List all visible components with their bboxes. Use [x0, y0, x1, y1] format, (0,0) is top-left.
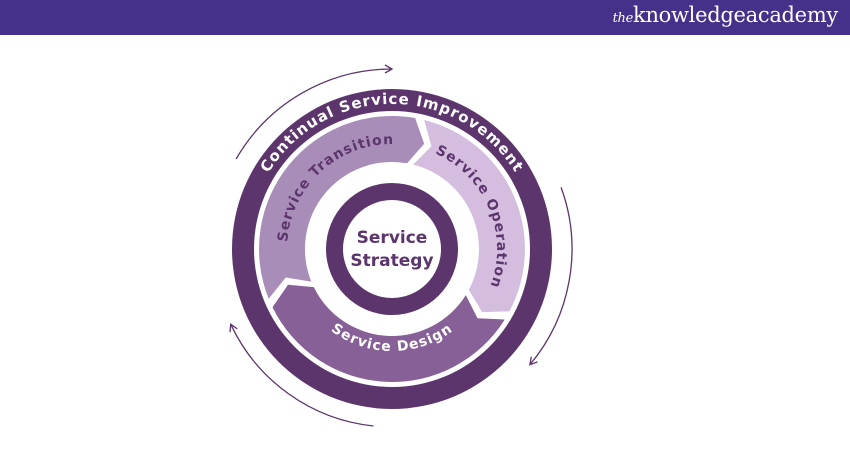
center-label-line2: Strategy	[350, 251, 433, 271]
center-label-line1: Service	[357, 228, 428, 248]
segment-service-transition[interactable]	[259, 115, 425, 299]
brand-logo[interactable]: theknowledgeacademy	[612, 3, 839, 27]
segment-service-design[interactable]	[272, 284, 505, 382]
segment-service-operation[interactable]	[413, 120, 525, 313]
cycle-arrow-right	[529, 187, 573, 366]
strategy-core[interactable]	[343, 200, 441, 298]
header-bar: theknowledgeacademy	[0, 0, 850, 35]
cycle-arrow-top	[235, 64, 394, 160]
cycle-arrow-bottom-left	[229, 323, 374, 427]
